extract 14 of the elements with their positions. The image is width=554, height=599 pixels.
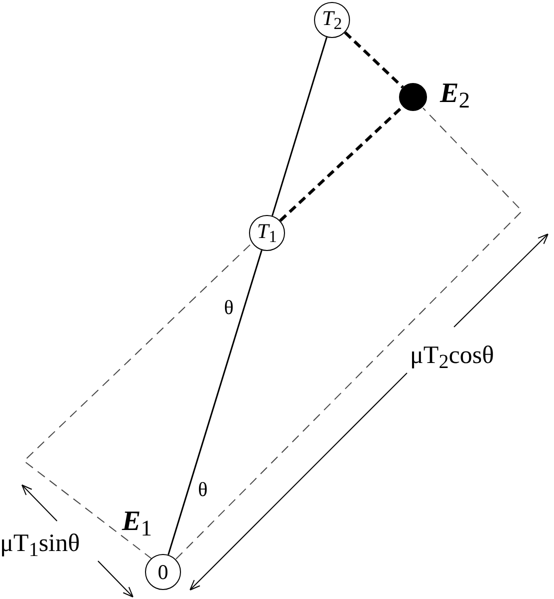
node-circle: T$_{1}$: [249, 215, 285, 251]
dashed-line: [344, 31, 404, 88]
node-circle: T$_{2}$: [314, 2, 350, 38]
dashed-line: [279, 105, 404, 222]
dimension-label: μT$_{1}$sinθ: [0, 531, 80, 560]
connector-line: [168, 250, 262, 556]
node-circle: 0: [145, 554, 181, 590]
node-label: E$_{1}$: [122, 508, 152, 540]
angle-label: θ: [198, 480, 208, 500]
dimension-label: μT$_{2}$cosθ: [410, 343, 494, 372]
angle-label: θ: [224, 298, 234, 318]
filled-circle: [399, 83, 427, 111]
node-label: E$_{2}$: [440, 80, 470, 112]
connector-line: [272, 37, 328, 216]
